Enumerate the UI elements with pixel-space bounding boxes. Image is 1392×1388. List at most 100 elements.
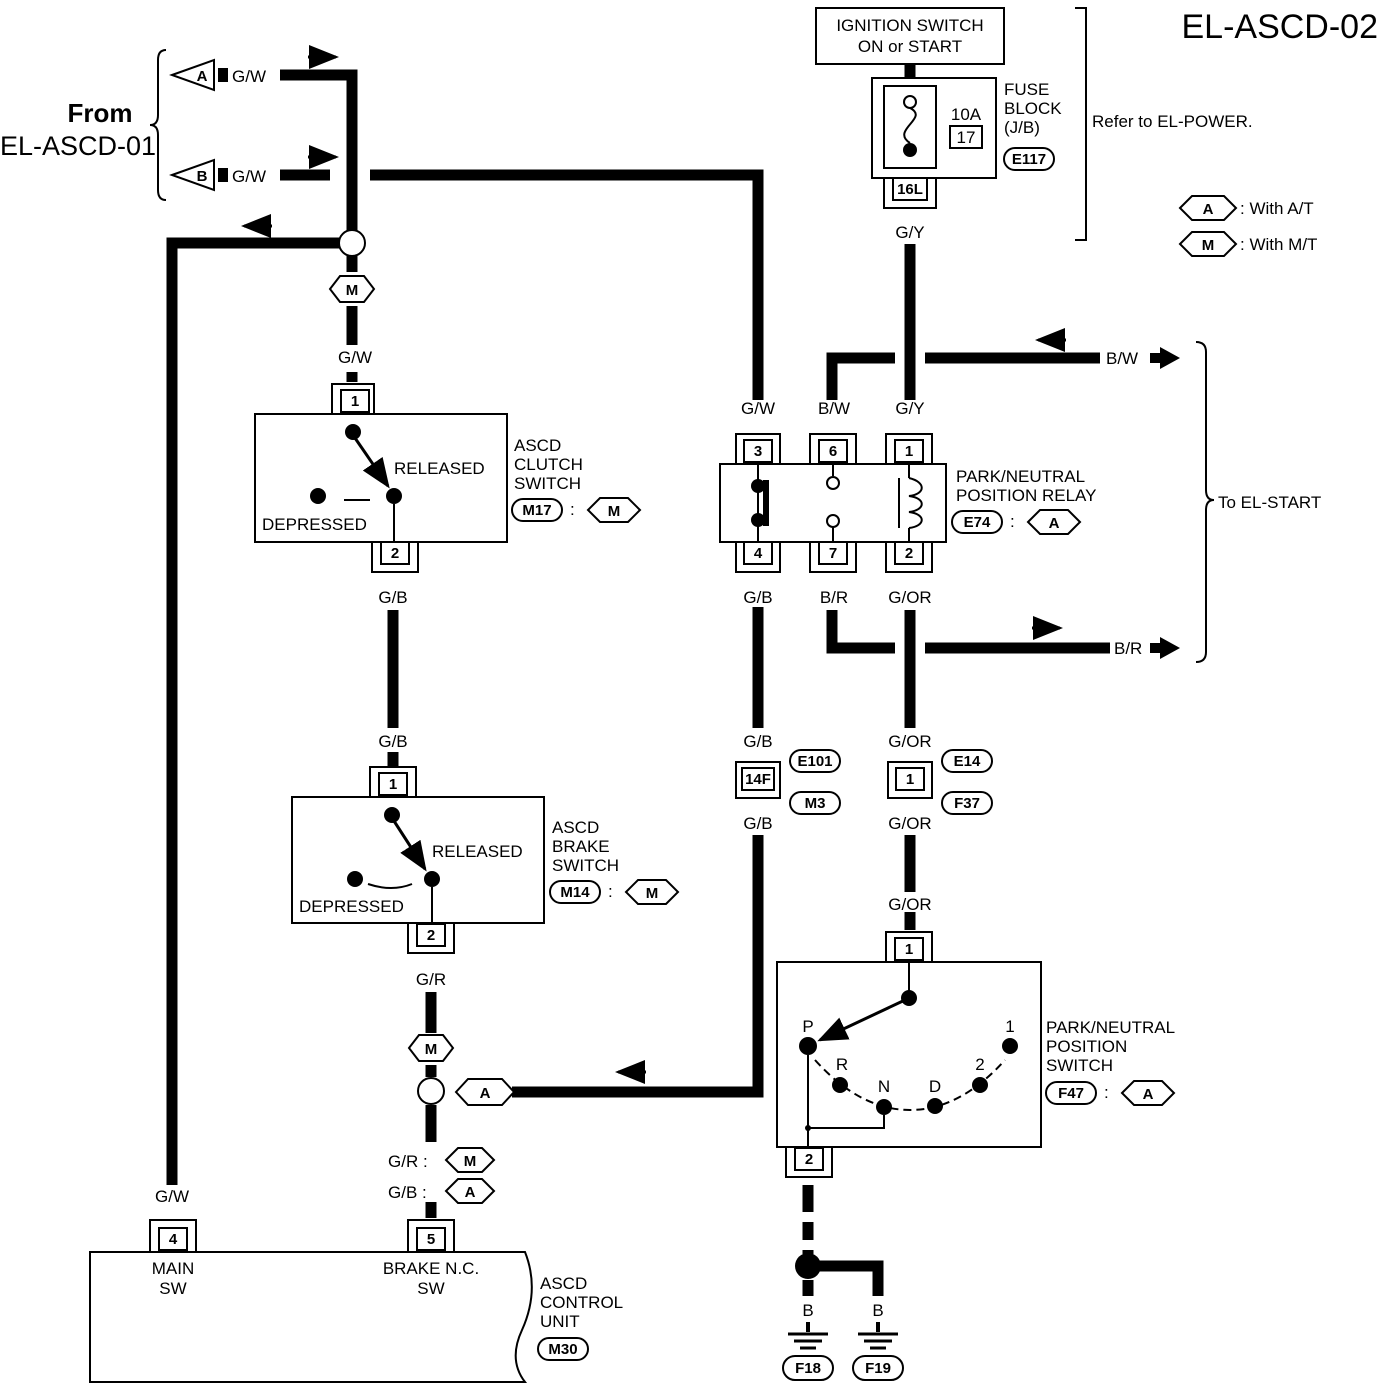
wire-label-gr-m: G/R : — [388, 1152, 428, 1171]
svg-text:M: M — [608, 503, 621, 520]
br-arrow — [1160, 637, 1180, 659]
svg-text:M: M — [425, 1041, 438, 1058]
legend-m: M : With M/T — [1178, 231, 1317, 257]
connector-e14: E14 — [954, 753, 981, 770]
ground-f19: F19 — [865, 1360, 891, 1377]
svg-text:: With M/T: : With M/T — [1240, 235, 1317, 254]
wire-label-gw-relay: G/W — [741, 399, 775, 418]
fuse-block-line1: FUSE — [1004, 80, 1049, 99]
connector-b-wire: G/W — [232, 167, 266, 186]
clutch-released: RELEASED — [394, 459, 485, 478]
svg-text:14F: 14F — [745, 771, 771, 788]
fuse-connector: E117 — [1012, 151, 1046, 168]
wire-label-br-out: B/R — [1114, 639, 1142, 658]
relay-pin-7: 7 — [809, 541, 857, 573]
connector-m3: M3 — [805, 795, 826, 812]
svg-text:6: 6 — [829, 443, 837, 460]
control-unit-connector: M30 — [548, 1341, 577, 1358]
svg-text:1: 1 — [351, 393, 359, 410]
wire-label-gy-top: G/Y — [895, 223, 924, 242]
svg-text:2: 2 — [391, 545, 399, 562]
from-label-line2: EL-ASCD-01 — [0, 131, 156, 161]
wire-b-ground — [802, 1260, 884, 1296]
to-start-brace — [1195, 341, 1215, 663]
wire-gw-a — [280, 69, 358, 230]
wire-label-gb-a: G/B : — [388, 1183, 427, 1202]
pn-switch-variant-tag: A — [1120, 1080, 1176, 1106]
main-sw-line1: MAIN — [152, 1259, 195, 1278]
wire-label-b-1: B — [802, 1190, 813, 1209]
ground-f19-symbol — [858, 1322, 898, 1350]
wire-label-gr: G/R — [416, 970, 446, 989]
wire-label-gw-clutch: G/W — [338, 348, 372, 367]
pn-switch-pin-1: 1 — [885, 931, 933, 962]
wire-label-gb-1: G/B — [378, 588, 407, 607]
svg-text:16L: 16L — [897, 181, 923, 198]
relay-pin-4: 4 — [735, 541, 781, 573]
brake-connector: M14 — [560, 884, 590, 901]
pn-pos-r: R — [836, 1055, 848, 1074]
brake-pin-1: 1 — [369, 766, 417, 797]
relay-label-2: POSITION RELAY — [956, 486, 1096, 505]
relay-variant-tag: A — [1026, 509, 1082, 535]
wire-gw-b — [280, 169, 764, 400]
fuse-number: 17 — [957, 128, 976, 147]
pn-pos-n: N — [878, 1077, 890, 1096]
svg-text:A: A — [1143, 1086, 1154, 1103]
clutch-pin-2: 2 — [371, 541, 419, 573]
brake-depressed: DEPRESSED — [299, 897, 404, 916]
wire-label-gb-2: G/B — [378, 732, 407, 751]
svg-text:7: 7 — [829, 545, 837, 562]
svg-text:1: 1 — [905, 941, 913, 958]
relay-pin-1: 1 — [885, 433, 933, 464]
clutch-pin-1: 1 — [331, 383, 375, 414]
ignition-switch-box — [815, 7, 1005, 65]
tag-m-top: M — [328, 275, 376, 303]
svg-text:M: M — [1202, 237, 1215, 254]
terminal-16l: 16L — [883, 177, 937, 209]
to-start-label: To EL-START — [1218, 493, 1321, 512]
connector-b-from: B G/W — [169, 158, 266, 192]
clutch-label-1: ASCD — [514, 436, 561, 455]
pn-switch-pin-2: 2 — [785, 1147, 833, 1178]
terminal-14f: 14F — [735, 761, 781, 799]
wire-label-gor-e14: G/OR — [888, 732, 931, 751]
wire-label-b-2: B — [802, 1301, 813, 1320]
connector-a-wire: G/W — [232, 67, 266, 86]
svg-text::: : — [1104, 1083, 1109, 1102]
svg-text:M: M — [464, 1153, 477, 1170]
control-unit-box — [89, 1251, 533, 1383]
ignition-line2: ON or START — [858, 37, 962, 56]
clutch-depressed: DEPRESSED — [262, 515, 367, 534]
wire-label-gb-relay: G/B — [743, 588, 772, 607]
brake-label-3: SWITCH — [552, 856, 619, 875]
clutch-connector: M17 — [522, 502, 551, 519]
connector-a-tag: A — [197, 68, 208, 85]
pn-pos-p: P — [802, 1017, 813, 1036]
svg-text:M: M — [346, 282, 359, 299]
control-unit-label-1: ASCD — [540, 1274, 587, 1293]
svg-text:5: 5 — [427, 1231, 435, 1248]
connector-a-from: A G/W — [169, 58, 266, 92]
svg-text:1: 1 — [906, 771, 914, 788]
svg-text:A: A — [480, 1085, 491, 1102]
relay-connector: E74 — [964, 514, 991, 531]
svg-text:4: 4 — [754, 545, 763, 562]
wire-gw-main — [166, 237, 340, 1185]
brake-label-1: ASCD — [552, 818, 599, 837]
pn-pos-2: 2 — [975, 1055, 984, 1074]
control-unit-pin-5: 5 — [407, 1219, 455, 1252]
wire-bw — [826, 352, 1100, 400]
wire-label-gor-switch: G/OR — [888, 895, 931, 914]
svg-text:2: 2 — [427, 927, 435, 944]
fuse-bracket — [1075, 7, 1087, 241]
pn-switch-label-3: SWITCH — [1046, 1056, 1113, 1075]
splice-bottom — [417, 1077, 445, 1105]
wire-label-gb-e101: G/B — [743, 732, 772, 751]
ignition-line1: IGNITION SWITCH — [836, 16, 983, 35]
svg-text::: : — [570, 500, 575, 519]
svg-text::: : — [1010, 512, 1015, 531]
fuse-block-line2: BLOCK — [1004, 99, 1062, 118]
clutch-label-2: CLUTCH — [514, 455, 583, 474]
wire-label-gor-relay: G/OR — [888, 588, 931, 607]
